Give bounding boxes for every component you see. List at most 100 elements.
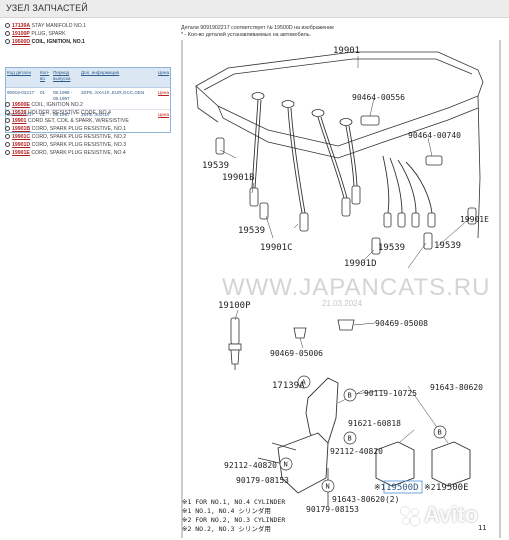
- quantity: 01: [40, 90, 46, 95]
- callout-circles: [279, 375, 447, 493]
- table-row[interactable]: 90919-02217 01 08.1996 - 09.1997 3SFE..S…: [6, 88, 170, 110]
- tree-item-active[interactable]: 19500D COIL, IGNITION, NO.1: [5, 38, 85, 47]
- bullet-icon: [5, 109, 10, 115]
- part-label: 91621-60818: [348, 419, 401, 428]
- part-labels: 19901 90464-00556 90464-00740 19539 1990…: [202, 46, 489, 514]
- selected-part-highlight: [383, 480, 423, 494]
- tree-item[interactable]: 17139A STAY MANIFOLD NO.1: [5, 22, 86, 31]
- bullet-icon: [5, 149, 10, 155]
- tree-item[interactable]: 19901 CORD SET, COIL & SPARK, W/RESISTIV…: [5, 117, 129, 126]
- footnote: ※2 NO.2, NO.3 シリンダ用: [182, 524, 271, 533]
- part-label: 90464-00556: [352, 93, 405, 102]
- part-label: 90469-05006: [270, 349, 323, 358]
- part-label: 91643-80620(2): [332, 495, 399, 504]
- details-title: Детали 9091902217 соответствует № 19500D…: [181, 25, 334, 31]
- details-note: * - Кол-во деталей устанавливаемых на ав…: [181, 32, 311, 38]
- section-header: УЗЕЛ ЗАПЧАСТЕЙ: [0, 0, 509, 18]
- part-label: 92112-40820: [330, 447, 383, 456]
- cord-holder-clip: [360, 115, 443, 166]
- part-label: 90179-08153: [306, 505, 359, 514]
- part-label: 19901: [333, 46, 360, 56]
- engine-head-outline: [195, 51, 484, 239]
- avito-text: Avito: [424, 502, 479, 527]
- callout-letter: B: [348, 392, 352, 400]
- ignition-coil-icon: [375, 441, 471, 487]
- part-label: 19539: [202, 161, 229, 171]
- tree-item[interactable]: 19901C CORD, SPARK PLUG RESISTIVE, NO.2: [5, 133, 126, 142]
- bullet-icon: [5, 38, 10, 44]
- period: 09.1997 -: [53, 112, 73, 117]
- part-label: 90469-05008: [375, 319, 428, 328]
- column-header[interactable]: Доп. информация: [81, 70, 120, 75]
- watermark-text: WWW.JAPANCATS.RU: [222, 274, 491, 301]
- callout-letter: B: [438, 429, 442, 437]
- callout-letter: B: [348, 435, 352, 443]
- part-label: 19100P: [218, 301, 251, 311]
- holder-parts: [215, 137, 477, 255]
- column-header[interactable]: Цена: [157, 70, 169, 75]
- tree-item[interactable]: 19901E CORD, SPARK PLUG RESISTIVE, NO.4: [5, 149, 126, 158]
- bullet-icon: [5, 101, 10, 107]
- extra-info: 3SFE..SXA1#: [81, 112, 110, 117]
- tree-item[interactable]: 19500E COIL, IGNITION NO.2: [5, 101, 83, 110]
- part-label: 19901C: [260, 243, 293, 253]
- part-label: 19901D: [344, 259, 377, 269]
- bullet-icon: [5, 22, 10, 28]
- tree-item[interactable]: 19901D CORD, SPARK PLUG RESISTIVE, NO.3: [5, 141, 126, 150]
- price-link[interactable]: Цена: [157, 112, 169, 117]
- part-code: 90919-02217: [7, 90, 35, 95]
- column-header[interactable]: Кол-во: [40, 70, 50, 81]
- footnotes: ※1 FOR NO.1, NO.4 CYLINDER ※1 NO.1, NO.4…: [182, 498, 285, 533]
- spark-plug-icon: [228, 317, 242, 370]
- footnote-mark: ※2: [424, 483, 436, 492]
- details-panel: Детали 9091902217 соответствует № 19500D…: [178, 19, 509, 540]
- part-code: 90919-02217: [7, 112, 35, 117]
- part-label: 90179-08153: [236, 476, 289, 485]
- callout-letter: N: [284, 461, 288, 469]
- bullet-icon: [5, 133, 10, 139]
- footnote: ※1 FOR NO.1, NO.4 CYLINDER: [182, 498, 285, 506]
- watermark-date: 21.03.2024: [322, 299, 363, 308]
- footnote: ※2 FOR NO.2, NO.3 CYLINDER: [182, 516, 285, 524]
- callout-letter: N: [326, 483, 330, 491]
- bullet-icon: [5, 125, 10, 131]
- table-row[interactable]: 90919-02217 01 09.1997 - 3SFE..SXA1# Цен…: [6, 110, 170, 132]
- extra-info: 3SFE..SXA1#..EUR,GCC,GEN: [81, 90, 145, 95]
- part-label: 19500E: [436, 483, 469, 493]
- bullet-icon: [5, 30, 10, 36]
- table-header: Код детали Кол-во Период выпуска Доп. ин…: [6, 68, 170, 88]
- part-label: 91643-80620: [430, 383, 483, 392]
- ignition-cords: [251, 99, 433, 214]
- part-label: 19539: [378, 243, 405, 253]
- part-label: 90464-00740: [408, 131, 461, 140]
- callout-letter: A: [302, 379, 307, 387]
- clamp-parts: [293, 319, 355, 339]
- page-number: 11: [478, 524, 486, 532]
- column-header[interactable]: Период выпуска: [53, 70, 71, 81]
- avito-logo-icon: [400, 506, 421, 527]
- part-label: 17139A: [272, 381, 305, 391]
- parts-table: Код детали Кол-во Период выпуска Доп. ин…: [5, 67, 171, 133]
- quantity: 01: [40, 112, 46, 117]
- section-title: УЗЕЛ ЗАПЧАСТЕЙ: [6, 3, 88, 13]
- tree-item[interactable]: 19539 HOLDER, RESISTIVE CODE, NO.4: [5, 109, 111, 118]
- part-label: 92112-40820: [224, 461, 277, 470]
- bullet-icon: [5, 141, 10, 147]
- part-label: 19539: [238, 226, 265, 236]
- period: 08.1996 - 09.1997: [53, 90, 73, 101]
- parts-diagram: A B B B N N 19901 90464-00556 90464-0074…: [181, 40, 501, 538]
- part-label-highlighted: 19500D: [386, 483, 419, 493]
- part-label: 19539: [434, 241, 461, 251]
- tree-item[interactable]: 19901B CORD, SPARK PLUG RESISTIVE, NO.1: [5, 125, 126, 134]
- part-label: 19901B: [222, 173, 255, 183]
- parts-tree-panel: 17139A STAY MANIFOLD NO.1 19100P PLUG, S…: [0, 19, 178, 540]
- part-label: 90119-10725: [364, 389, 417, 398]
- footnote: ※1 NO.1, NO.4 シリンダ用: [182, 506, 271, 515]
- tree-item[interactable]: 19100P PLUG, SPARK: [5, 30, 66, 39]
- part-label: 19901E: [460, 215, 489, 224]
- avito-watermark: Avito: [398, 500, 503, 530]
- column-header[interactable]: Код детали: [7, 70, 32, 75]
- plug-holes: [251, 92, 353, 126]
- footnote-mark: ※1: [374, 483, 386, 492]
- price-link[interactable]: Цена: [157, 90, 169, 95]
